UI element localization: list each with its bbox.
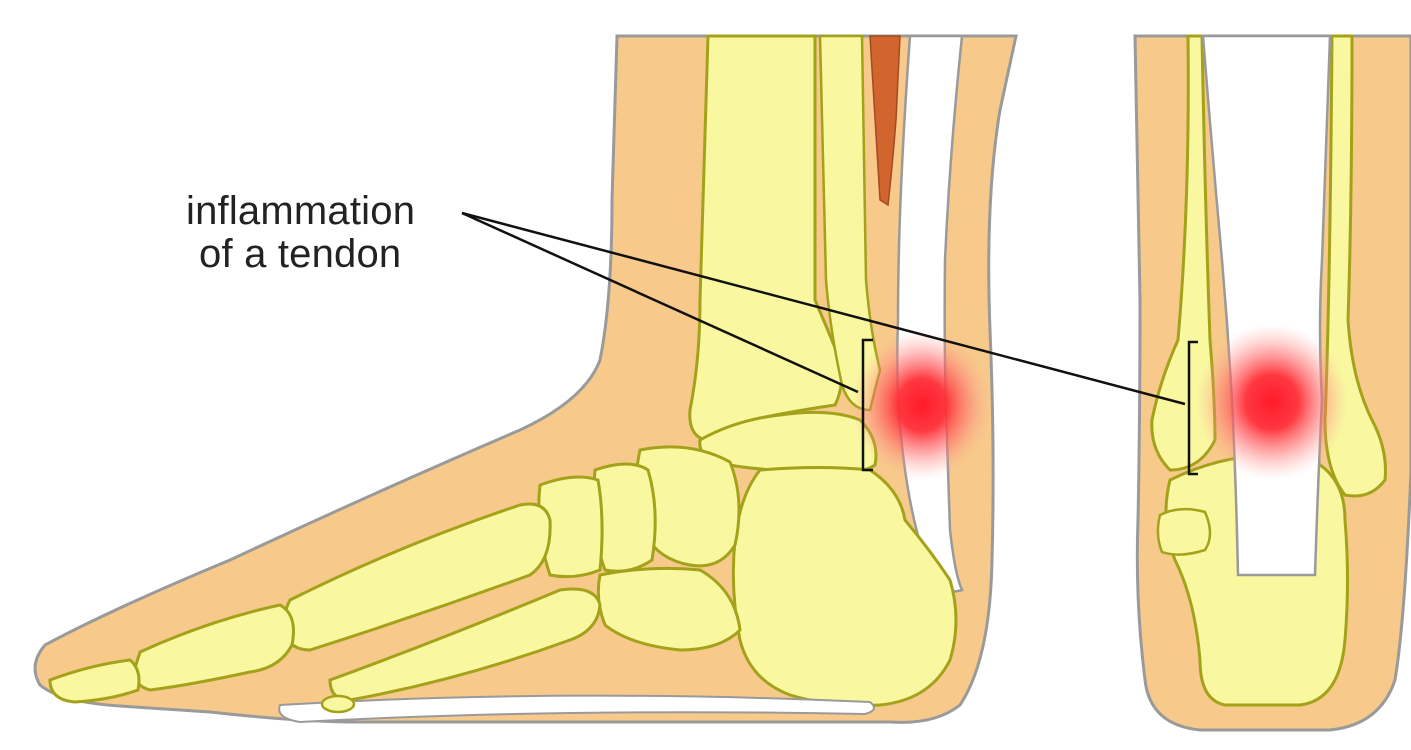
rear-view [1135, 36, 1411, 730]
annotation-line-2: of a tendon [199, 232, 401, 276]
rear-talus-left [1158, 509, 1210, 554]
side-sesamoid [322, 696, 354, 712]
side-inflammation-glow [852, 330, 992, 480]
rear-inflammation-glow [1196, 324, 1348, 480]
side-view [35, 36, 1016, 722]
annotation-line-1: inflammation [186, 189, 415, 233]
